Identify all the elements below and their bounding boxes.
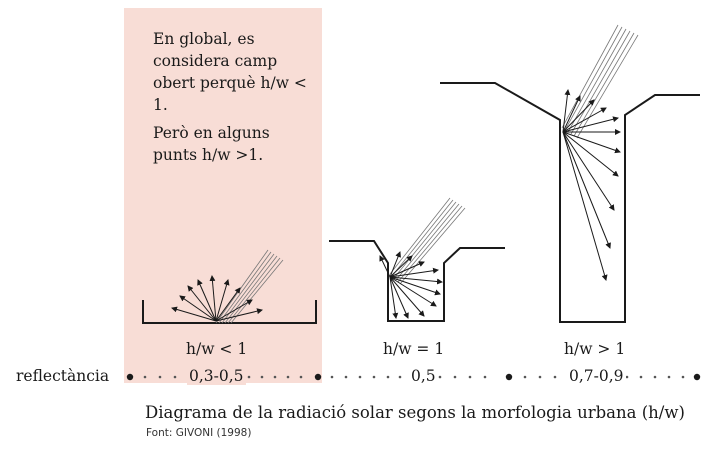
reflectance-value-square: 0,5 [409,367,438,385]
reflectance-value-shallow: 0,3-0,5 [187,367,246,385]
note-text-exception: Però en alguns punts h/w >1. [153,124,270,164]
axis-marker-1 [314,373,322,381]
reflectance-axis-label: reflectància [16,367,110,385]
figure-caption: Diagrama de la radiació solar segons la … [145,403,685,422]
annotation-note: En global, es considera camp obert perqu… [153,28,318,172]
reflectance-axis [126,373,701,381]
figure-source: Font: GIVONI (1998) [146,427,252,439]
square-canyon-figure [329,197,505,322]
axis-marker-start [126,373,134,381]
reflectance-value-deep: 0,7-0,9 [567,367,626,385]
ratio-label-square: h/w = 1 [383,340,445,358]
deep-canyon-figure [440,24,700,323]
ratio-label-deep: h/w > 1 [564,340,626,358]
axis-marker-end [693,373,701,381]
ratio-label-shallow: h/w < 1 [186,340,248,358]
axis-marker-2 [505,373,513,381]
shallow-canyon-figure [142,249,317,324]
note-text-global: En global, es considera camp obert perqu… [153,30,307,114]
highlight-panel [124,8,322,383]
